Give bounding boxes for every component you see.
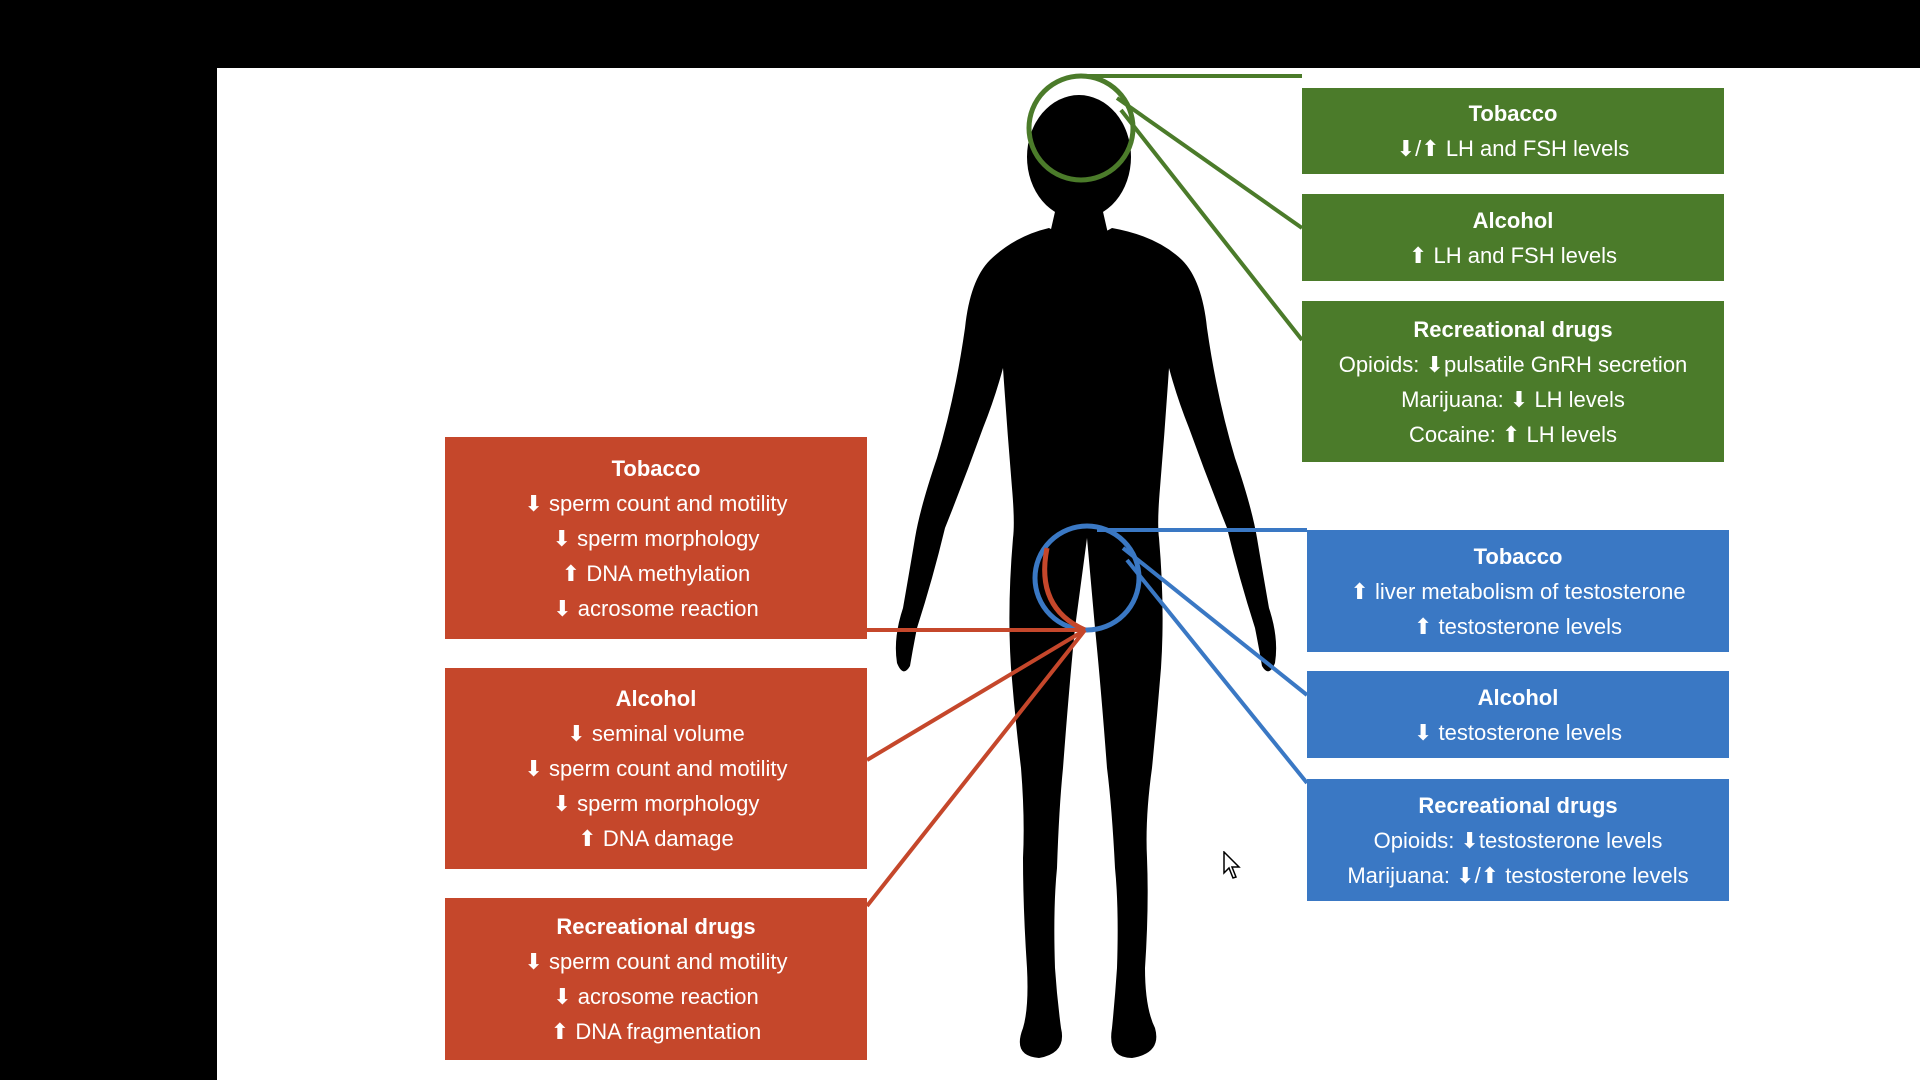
testis-effect-tobacco-title: Tobacco [1473,543,1563,569]
brain-effect-alcohol-line-1: ⬆ LH and FSH levels [1409,242,1617,268]
body-diagram [865,73,1309,1058]
sperm-effect-drugs-box: Recreational drugs ⬇ sperm count and mot… [445,898,867,1060]
sperm-effect-tobacco-title: Tobacco [611,455,701,481]
brain-effect-drugs-box: Recreational drugs Opioids: ⬇pulsatile G… [1302,301,1724,462]
testis-effect-alcohol-box: Alcohol ⬇ testosterone levels [1307,671,1729,758]
testis-effect-tobacco-line-2: ⬆ testosterone levels [1414,613,1622,639]
testis-effect-alcohol-title: Alcohol [1477,684,1559,710]
testis-effect-drugs-line-1: Opioids: ⬇testosterone levels [1373,827,1663,853]
sperm-effect-tobacco-box: Tobacco ⬇ sperm count and motility ⬇ spe… [445,437,867,639]
testis-effect-drugs-box: Recreational drugs Opioids: ⬇testosteron… [1307,779,1729,901]
testis-connectors [1097,528,1309,785]
sperm-effect-alcohol-box: Alcohol ⬇ seminal volume ⬇ sperm count a… [445,668,867,869]
testis-effect-drugs-title: Recreational drugs [1418,792,1618,818]
slide: Tobacco ⬇/⬆ LH and FSH levels Alcohol ⬆ … [217,68,1920,1080]
testis-effect-alcohol-line-1: ⬇ testosterone levels [1414,719,1622,745]
sperm-effect-alcohol-title: Alcohol [615,686,697,711]
brain-effect-drugs-title: Recreational drugs [1413,316,1613,342]
brain-effect-alcohol-box: Alcohol ⬆ LH and FSH levels [1302,194,1724,281]
human-silhouette [895,95,1277,1058]
sperm-effect-alcohol-line-2: ⬇ sperm count and motility [524,756,788,781]
sperm-connectors [865,628,1087,908]
sperm-effect-alcohol-line-3: ⬇ sperm morphology [552,791,760,816]
brain-effect-tobacco-line-1: ⬇/⬆ LH and FSH levels [1396,136,1630,161]
sperm-effect-drugs-title: Recreational drugs [556,914,756,939]
sperm-highlight-arc [1042,547,1087,633]
sperm-effect-tobacco-line-2: ⬇ sperm morphology [552,525,760,551]
sperm-effect-drugs-line-3: ⬆ DNA fragmentation [550,1019,762,1044]
sperm-effect-drugs-line-2: ⬇ acrosome reaction [553,984,759,1009]
testis-effect-drugs-line-2: Marijuana: ⬇/⬆ testosterone levels [1347,862,1689,888]
brain-effect-drugs-line-1: Opioids: ⬇pulsatile GnRH secretion [1338,351,1688,377]
brain-effect-tobacco-title: Tobacco [1468,101,1558,126]
sperm-effect-tobacco-line-4: ⬇ acrosome reaction [553,595,759,621]
brain-effect-drugs-line-3: Cocaine: ⬆ LH levels [1409,421,1617,447]
sperm-effect-alcohol-line-1: ⬇ seminal volume [567,721,745,746]
brain-effect-alcohol-title: Alcohol [1472,207,1554,233]
brain-connectors [1081,74,1304,342]
sperm-effect-drugs-line-1: ⬇ sperm count and motility [524,949,788,974]
brain-effect-tobacco-box: Tobacco ⬇/⬆ LH and FSH levels [1302,88,1724,174]
testis-effect-tobacco-line-1: ⬆ liver metabolism of testosterone [1350,578,1686,604]
testis-effect-tobacco-box: Tobacco ⬆ liver metabolism of testostero… [1307,530,1729,652]
sperm-effect-alcohol-line-4: ⬆ DNA damage [578,826,734,851]
brain-effect-drugs-line-2: Marijuana: ⬇ LH levels [1401,386,1625,412]
sperm-effect-tobacco-line-3: ⬆ DNA methylation [561,560,751,586]
mouse-cursor-icon [1223,851,1241,879]
sperm-effect-tobacco-line-1: ⬇ sperm count and motility [524,490,788,516]
